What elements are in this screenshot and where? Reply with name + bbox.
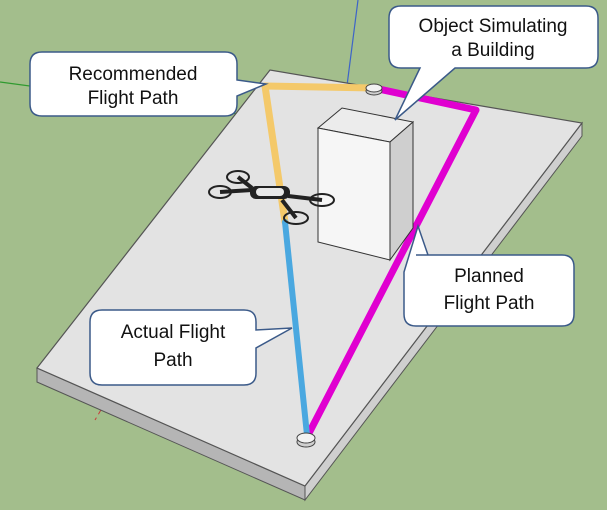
callout-building: Object Simulating a Building (388, 5, 599, 121)
waypoint-marker-top (365, 83, 383, 96)
waypoint-marker-start (296, 432, 316, 448)
callout-recommended-line1: Recommended (69, 64, 198, 85)
callout-actual-line1: Actual Flight (121, 322, 226, 343)
callout-actual-line2: Path (153, 350, 192, 371)
callout-recommended-line2: Flight Path (88, 88, 179, 109)
callout-planned-flight-path: Planned Flight Path (403, 223, 575, 327)
building-front (317, 127, 391, 261)
callout-planned-line2: Flight Path (444, 293, 535, 314)
recommended-flight-path (261, 82, 378, 226)
callout-planned-line1: Planned (454, 266, 524, 287)
drone-model (208, 170, 335, 225)
callout-actual-flight-path: Actual Flight Path (89, 309, 293, 386)
actual-flight-path (282, 219, 310, 438)
callout-recommended-flight-path: Recommended Flight Path (29, 51, 269, 117)
callout-building-line2: a Building (451, 40, 534, 61)
callout-building-line1: Object Simulating (419, 16, 568, 37)
